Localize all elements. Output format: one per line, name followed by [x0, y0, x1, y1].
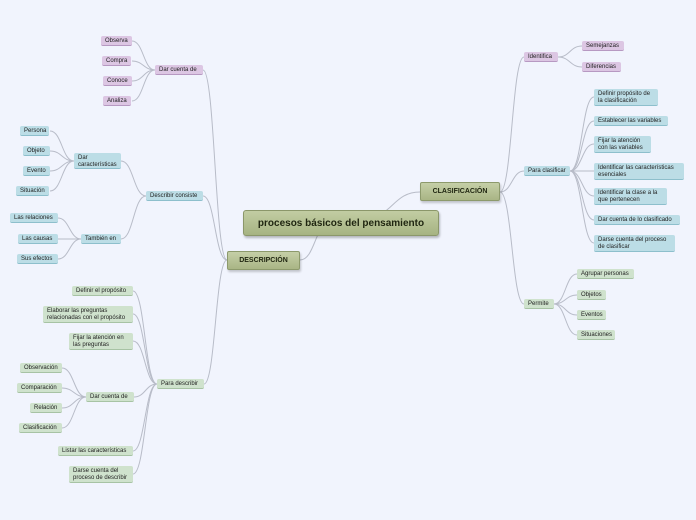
leaf-dar-cuenta-clasificado[interactable]: Dar cuenta de lo clasificado — [594, 215, 680, 225]
leaf-diferencias[interactable]: Diferencias — [582, 62, 621, 72]
link-identifica-leaf-0 — [557, 45, 583, 58]
leaf-identificar-clase[interactable]: Identificar la clase a la que pertenecen — [594, 188, 667, 205]
link-desc-paradescribir — [203, 259, 228, 385]
link-paradesc-darcuenta — [133, 383, 158, 398]
leaf-fijar-atencion-variables[interactable]: Fijar la atención con las variables — [594, 136, 651, 153]
leaf-elaborar-preguntas[interactable]: Elaborar las preguntas relacionadas con … — [43, 306, 133, 323]
leaf-compra[interactable]: Compra — [102, 56, 131, 66]
branch-para-clasificar[interactable]: Para clasificar — [524, 166, 570, 176]
leaf-analiza[interactable]: Analiza — [103, 96, 131, 106]
leaf-conoce[interactable]: Conoce — [103, 76, 132, 86]
link-darcuenta2-leaf-0 — [61, 367, 87, 398]
leaf-fijar-atencion[interactable]: Fijar la atención en las preguntas — [69, 333, 133, 350]
link-permite-leaf-3 — [553, 303, 578, 336]
link-tambien-leaf-2 — [57, 238, 82, 260]
leaf-definir-proposito[interactable]: Definir el propósito — [72, 286, 133, 296]
leaf-semejanzas[interactable]: Semejanzas — [582, 41, 624, 51]
leaf-identificar-caracteristicas[interactable]: Identificar las características esencial… — [594, 163, 684, 180]
branch-para-describir[interactable]: Para describir — [157, 379, 204, 389]
link-paradesc-leaf-0 — [132, 290, 158, 385]
link-clas-paraclasificar — [499, 170, 525, 193]
link-darcuenta2-leaf-3 — [61, 396, 87, 429]
link-paraclas-leaf-2 — [569, 143, 595, 172]
link-describir-caracteristicas — [120, 160, 147, 197]
link-clas-identifica — [499, 56, 525, 193]
branch-identifica[interactable]: Identifica — [524, 52, 558, 62]
branch-dar-cuenta-2[interactable]: Dar cuenta de — [86, 392, 134, 402]
leaf-darse-cuenta-describir[interactable]: Darse cuenta del proceso de describir — [69, 466, 133, 483]
leaf-comparacion[interactable]: Comparación — [17, 383, 62, 393]
link-darcuenta-leaf-0 — [131, 40, 156, 71]
link-paradesc-leaf-2 — [132, 340, 158, 385]
branch-permite[interactable]: Permite — [524, 299, 554, 309]
leaf-clasificacion[interactable]: Clasificación — [19, 423, 62, 433]
leaf-las-causas[interactable]: Las causas — [18, 234, 58, 244]
topic-descripcion[interactable]: DESCRIPCIÓN — [227, 251, 300, 270]
link-permite-leaf-1 — [553, 294, 578, 305]
link-darcuenta2-leaf-1 — [61, 387, 87, 398]
link-caract-leaf-0 — [49, 130, 75, 162]
link-paradesc-leaf-1 — [132, 313, 158, 385]
leaf-observacion[interactable]: Observación — [20, 363, 62, 373]
link-paraclas-leaf-4 — [569, 170, 595, 197]
link-paraclas-leaf-0 — [569, 96, 595, 172]
leaf-eventos[interactable]: Eventos — [577, 310, 606, 320]
leaf-situaciones[interactable]: Situaciones — [577, 330, 615, 340]
leaf-observa[interactable]: Observa — [101, 36, 132, 46]
leaf-definir-proposito-clasif[interactable]: Definir propósito de la clasificación — [594, 89, 658, 106]
link-caract-leaf-3 — [49, 160, 75, 192]
leaf-objetos[interactable]: Objetos — [577, 290, 606, 300]
link-darcuenta-leaf-1 — [131, 60, 156, 71]
link-describir-tambien — [120, 195, 147, 240]
leaf-evento[interactable]: Evento — [23, 166, 50, 176]
leaf-establecer-variables[interactable]: Establecer las variables — [594, 116, 668, 126]
link-desc-darcuenta — [202, 69, 228, 261]
leaf-sus-efectos[interactable]: Sus efectos — [17, 254, 58, 264]
branch-describir-consiste[interactable]: Describir consiste — [146, 191, 203, 201]
link-paraclas-leaf-6 — [569, 170, 595, 244]
branch-tambien-en[interactable]: También en — [81, 234, 121, 244]
branch-dar-cuenta[interactable]: Dar cuenta de — [155, 65, 203, 75]
leaf-listar-caracteristicas[interactable]: Listar las características — [58, 446, 133, 456]
leaf-darse-cuenta-clasificar[interactable]: Darse cuenta del proceso de clasificar — [594, 235, 675, 252]
leaf-las-relaciones[interactable]: Las relaciones — [10, 213, 58, 223]
leaf-persona[interactable]: Persona — [20, 126, 49, 136]
link-tambien-leaf-0 — [57, 217, 82, 240]
topic-clasificacion[interactable]: CLASIFICACIÓN — [420, 182, 500, 201]
link-permite-leaf-0 — [553, 273, 578, 305]
link-identifica-leaf-1 — [557, 56, 583, 68]
branch-dar-caracteristicas[interactable]: Dar características — [74, 153, 121, 169]
leaf-objeto[interactable]: Objeto — [23, 146, 50, 156]
link-caract-leaf-1 — [49, 150, 75, 162]
leaf-agrupar-personas[interactable]: Agrupar personas — [577, 269, 634, 279]
link-paraclas-leaf-1 — [569, 120, 595, 172]
link-paradesc-leaf-4 — [132, 383, 158, 475]
central-topic[interactable]: procesos básicos del pensamiento — [243, 210, 439, 236]
link-desc-describir — [202, 195, 228, 261]
link-paradesc-leaf-3 — [132, 383, 158, 452]
leaf-relacion[interactable]: Relación — [30, 403, 62, 413]
leaf-situacion[interactable]: Situación — [16, 186, 49, 196]
link-clas-permite — [499, 191, 525, 305]
link-darcuenta-leaf-3 — [131, 69, 156, 102]
